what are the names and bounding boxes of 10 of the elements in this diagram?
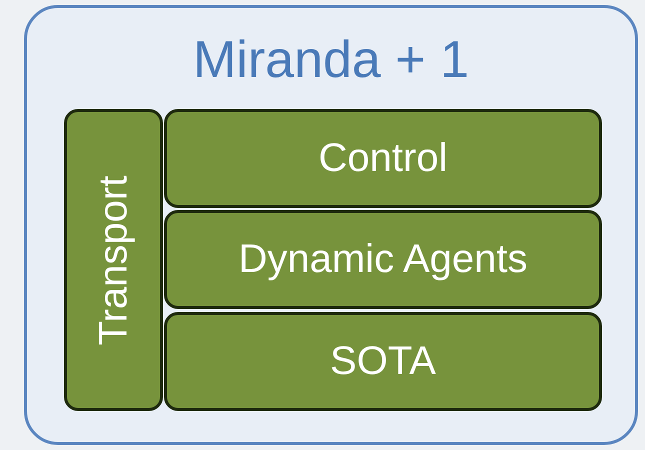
layer-label: Transport — [91, 175, 136, 345]
layer-box — [164, 109, 602, 208]
title-text: Miranda + 1 — [192, 30, 470, 90]
layer-box — [64, 109, 163, 411]
layer-label: SOTA — [330, 339, 436, 384]
layer-label: Control — [318, 136, 448, 181]
layer-label: Dynamic Agents — [238, 237, 528, 282]
layer-box — [164, 312, 602, 411]
layer-box — [164, 210, 602, 309]
container-panel — [24, 5, 638, 445]
